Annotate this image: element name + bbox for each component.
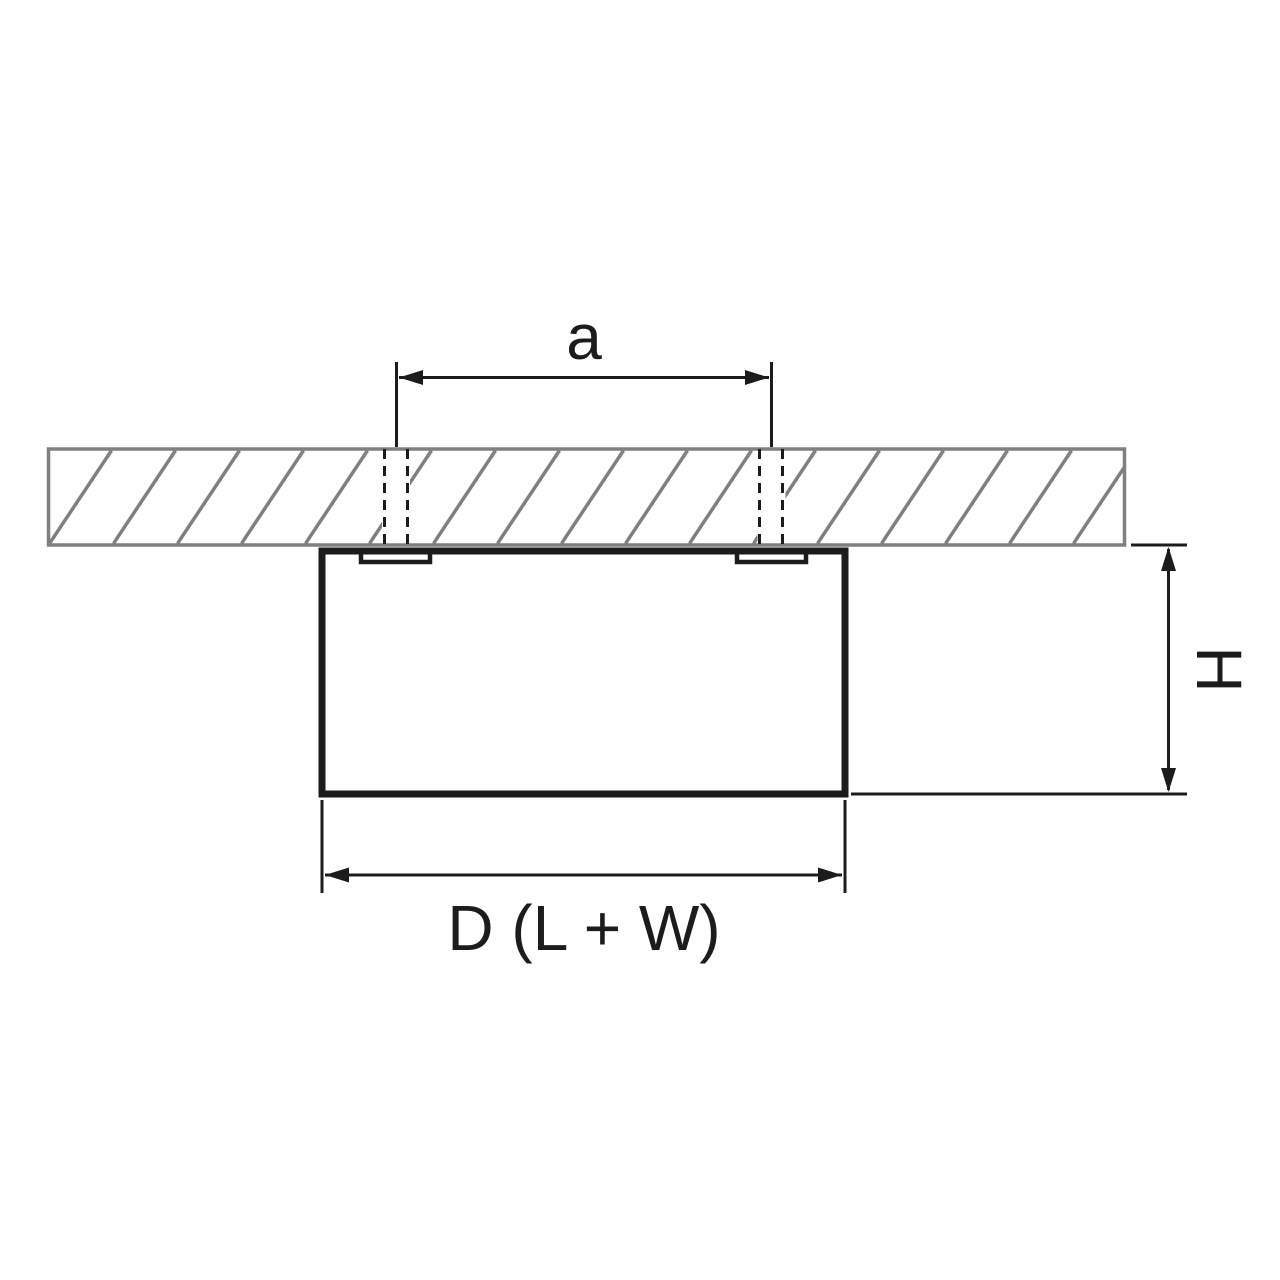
dimension-h: H (851, 543, 1255, 796)
ceiling-slab (46, 447, 1127, 547)
mounting-hole-left-gap (382, 451, 410, 543)
dimension-label-a: a (566, 301, 602, 373)
dimension-label-h: H (1183, 646, 1255, 692)
arrowhead-left (399, 370, 423, 385)
mounting-holes (382, 449, 786, 546)
mounting-clips (358, 550, 809, 565)
arrowhead-left (325, 867, 349, 883)
mounting-clip-left (358, 550, 433, 565)
fixture-body (318, 547, 849, 798)
arrowhead-right (818, 867, 842, 883)
dimension-label-d: D (L + W) (447, 892, 720, 964)
mounting-clip-right (734, 550, 809, 565)
arrowhead-right (745, 370, 769, 385)
ceiling-slab-body (46, 447, 1127, 547)
dimension-a: a (395, 301, 773, 447)
arrowhead-up (1161, 547, 1176, 571)
arrowhead-down (1161, 768, 1176, 792)
dimension-d: D (L + W) (320, 800, 847, 964)
mounting-hole-right-gap (757, 451, 786, 543)
